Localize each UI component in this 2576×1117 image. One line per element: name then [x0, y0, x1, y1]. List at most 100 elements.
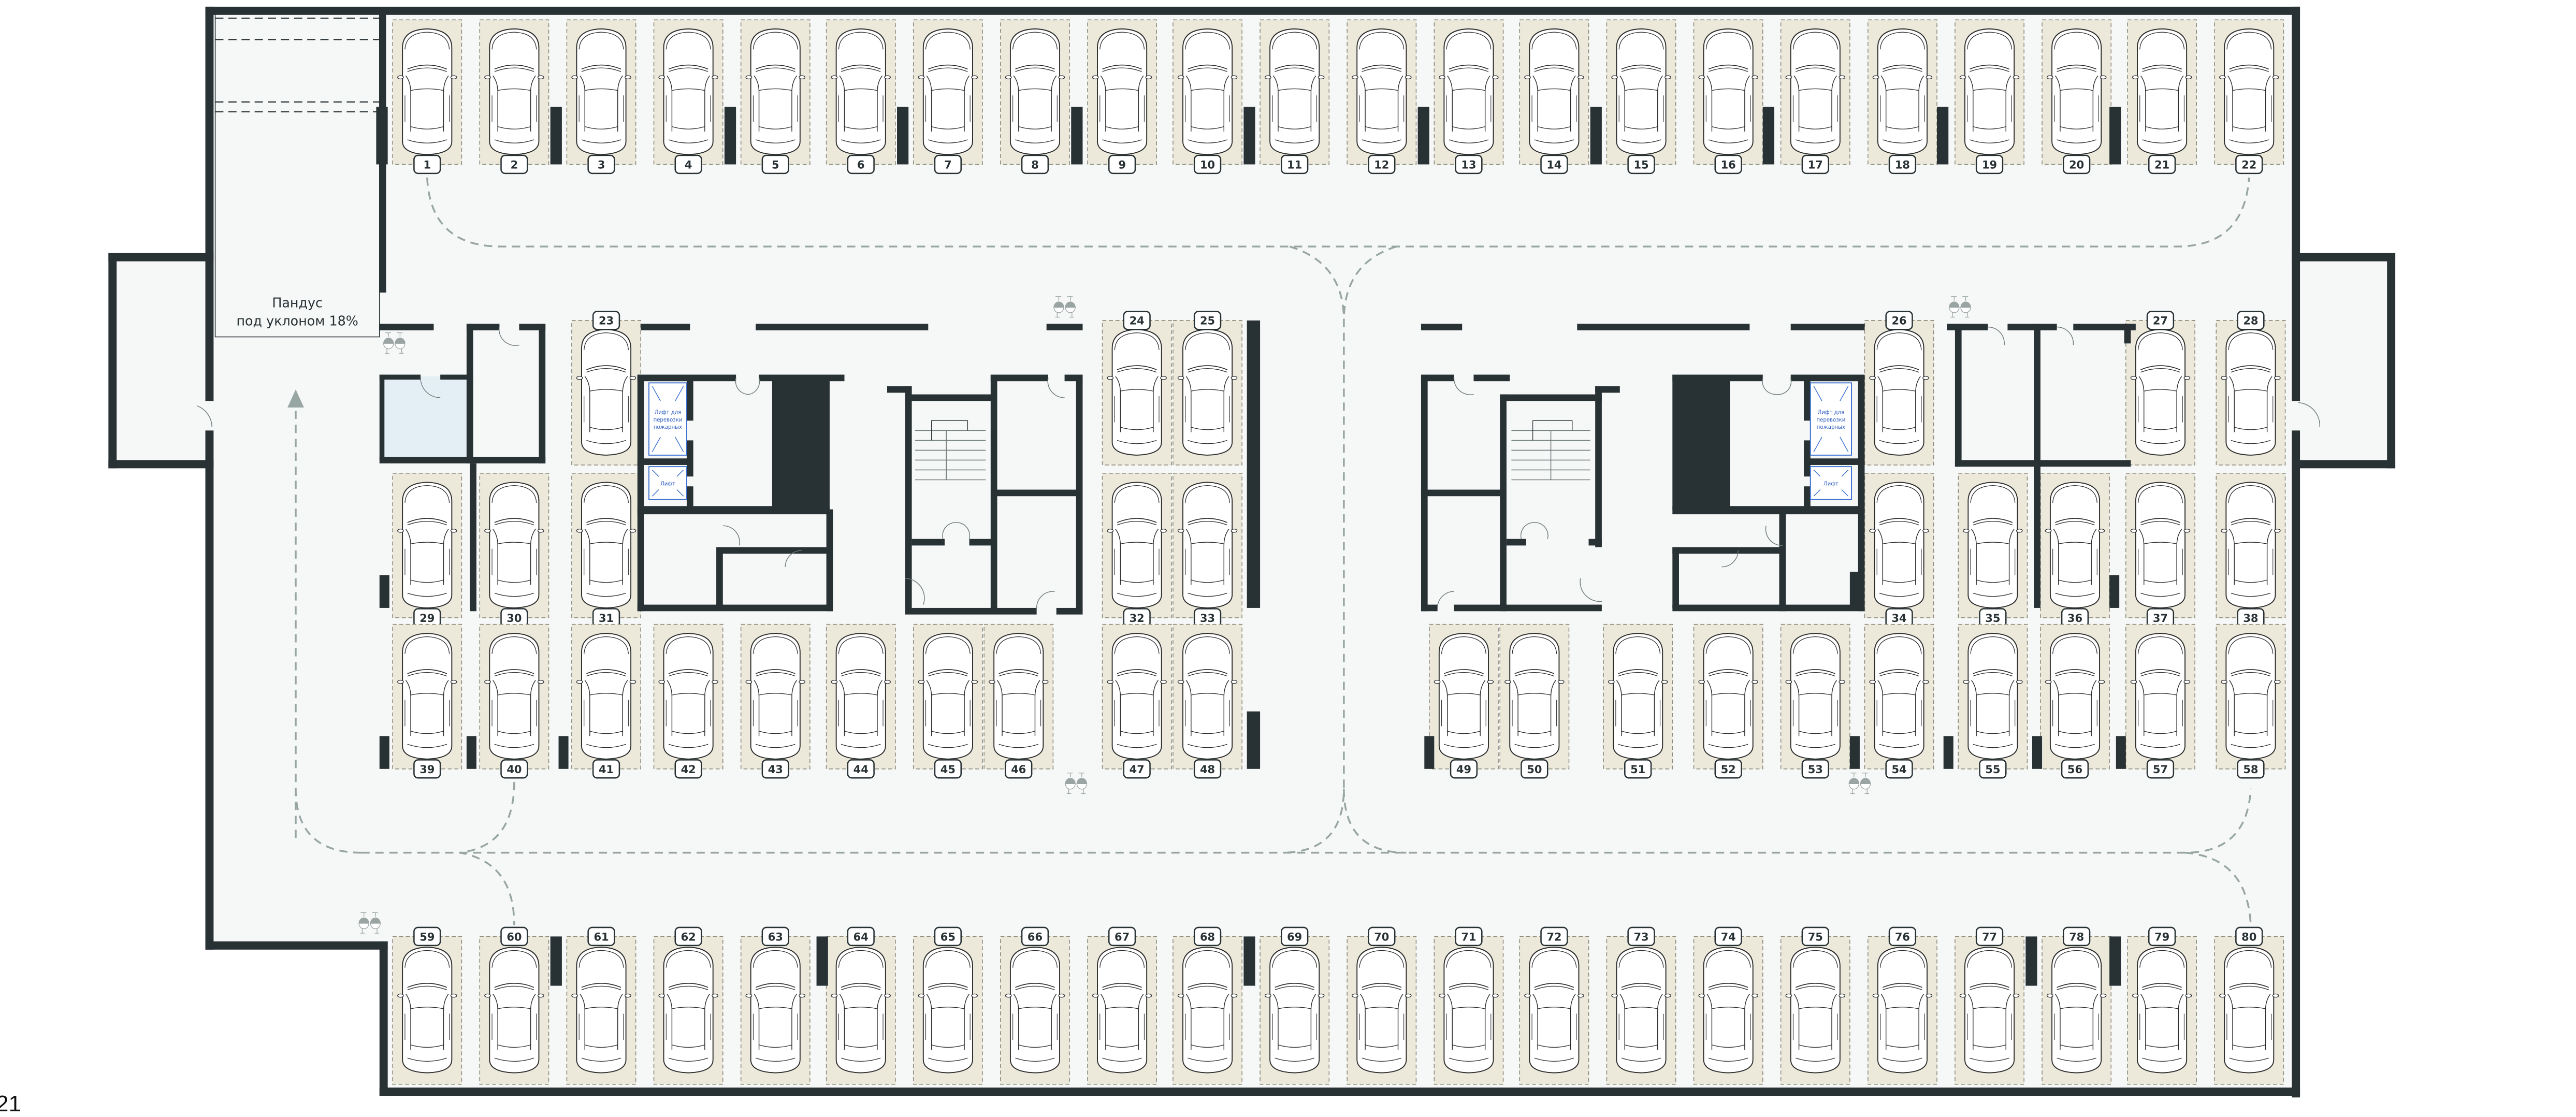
- car-icon: [1611, 28, 1672, 155]
- parking-spot-73[interactable]: 73: [1606, 926, 1676, 1085]
- parking-spot-53[interactable]: 53: [1780, 623, 1850, 779]
- parking-spot-36[interactable]: 36: [2040, 473, 2110, 628]
- parking-spot-59[interactable]: 59: [392, 926, 462, 1085]
- parking-spot-77[interactable]: 77: [1955, 926, 2024, 1085]
- parking-spot-10[interactable]: 10: [1173, 19, 1242, 175]
- parking-spot-37[interactable]: 37: [2125, 473, 2195, 628]
- fire-lift-left[interactable]: Лифт для перевозки пожарных: [648, 382, 687, 456]
- parking-spot-23[interactable]: 23: [571, 311, 641, 466]
- parking-spot-19[interactable]: 19: [1955, 19, 2024, 175]
- parking-spot-55[interactable]: 55: [1958, 623, 2028, 779]
- parking-spot-31[interactable]: 31: [571, 473, 641, 628]
- parking-spot-47[interactable]: 47: [1102, 623, 1172, 779]
- parking-spot-4[interactable]: 4: [653, 19, 723, 175]
- parking-spot-2[interactable]: 2: [479, 19, 549, 175]
- parking-spot-40[interactable]: 40: [479, 623, 549, 779]
- passenger-lift-right[interactable]: Лифт: [1810, 466, 1853, 500]
- car-icon: [397, 482, 457, 608]
- parking-spot-46[interactable]: 46: [983, 623, 1054, 779]
- parking-spot-49[interactable]: 49: [1429, 623, 1499, 779]
- car-icon: [1872, 947, 1933, 1074]
- parking-spot-68[interactable]: 68: [1173, 926, 1242, 1085]
- parking-spot-67[interactable]: 67: [1087, 926, 1157, 1085]
- parking-spot-74[interactable]: 74: [1693, 926, 1763, 1085]
- parking-spot-28[interactable]: 28: [2216, 311, 2286, 466]
- parking-spot-8[interactable]: 8: [1000, 19, 1070, 175]
- parking-spot-63[interactable]: 63: [740, 926, 811, 1085]
- parking-spot-6[interactable]: 6: [826, 19, 896, 175]
- parking-spot-1[interactable]: 1: [392, 19, 462, 175]
- fire-lift-right[interactable]: Лифт для перевозки пожарных: [1810, 382, 1853, 456]
- parking-spot-45[interactable]: 45: [913, 623, 983, 779]
- parking-spot-24[interactable]: 24: [1102, 311, 1172, 466]
- parking-spot-72[interactable]: 72: [1519, 926, 1589, 1085]
- parking-spot-60[interactable]: 60: [479, 926, 549, 1085]
- spot-number: 8: [1031, 158, 1039, 171]
- parking-spot-20[interactable]: 20: [2042, 19, 2112, 175]
- spot-number-badge: [1624, 759, 1652, 779]
- parking-spot-35[interactable]: 35: [1958, 473, 2028, 628]
- parking-spot-18[interactable]: 18: [1867, 19, 1937, 175]
- parking-spot-14[interactable]: 14: [1519, 19, 1589, 175]
- parking-spot-57[interactable]: 57: [2125, 623, 2195, 779]
- parking-spot-66[interactable]: 66: [1000, 926, 1070, 1085]
- parking-spot-44[interactable]: 44: [826, 623, 896, 779]
- parking-spot-26[interactable]: 26: [1864, 311, 1934, 466]
- spot-number: 15: [1633, 158, 1648, 171]
- parking-spot-54[interactable]: 54: [1864, 623, 1934, 779]
- car-icon: [1698, 28, 1759, 155]
- parking-spot-9[interactable]: 9: [1087, 19, 1157, 175]
- wall: [1506, 539, 1526, 546]
- parking-spot-71[interactable]: 71: [1434, 926, 1504, 1085]
- parking-spot-69[interactable]: 69: [1260, 926, 1330, 1085]
- wall: [1417, 107, 1429, 165]
- parking-spot-15[interactable]: 15: [1606, 19, 1676, 175]
- parking-spot-79[interactable]: 79: [2127, 926, 2197, 1085]
- parking-spot-43[interactable]: 43: [740, 623, 811, 779]
- parking-spot-12[interactable]: 12: [1347, 19, 1417, 175]
- parking-spot-39[interactable]: 39: [392, 623, 462, 779]
- parking-spot-3[interactable]: 3: [566, 19, 636, 175]
- parking-spot-61[interactable]: 61: [566, 926, 636, 1085]
- parking-spot-52[interactable]: 52: [1693, 623, 1763, 779]
- parking-spot-11[interactable]: 11: [1260, 19, 1330, 175]
- parking-spot-17[interactable]: 17: [1780, 19, 1850, 175]
- parking-spot-13[interactable]: 13: [1434, 19, 1504, 175]
- wall: [2109, 575, 2120, 608]
- wall: [1421, 374, 1454, 382]
- parking-spot-70[interactable]: 70: [1347, 926, 1417, 1085]
- parking-spot-7[interactable]: 7: [913, 19, 983, 175]
- parking-spot-75[interactable]: 75: [1780, 926, 1850, 1085]
- parking-spot-21[interactable]: 21: [2127, 19, 2197, 175]
- parking-spot-5[interactable]: 5: [740, 19, 811, 175]
- parking-spot-65[interactable]: 65: [913, 926, 983, 1085]
- parking-spot-80[interactable]: 80: [2214, 926, 2284, 1085]
- wall: [1672, 547, 1783, 554]
- parking-spot-22[interactable]: 22: [2214, 19, 2284, 175]
- parking-spot-25[interactable]: 25: [1173, 311, 1242, 466]
- parking-spot-33[interactable]: 33: [1173, 473, 1242, 628]
- parking-spot-29[interactable]: 29: [392, 473, 462, 628]
- parking-spot-38[interactable]: 38: [2216, 473, 2286, 628]
- wall: [905, 394, 997, 401]
- parking-spot-64[interactable]: 64: [826, 926, 896, 1085]
- parking-spot-16[interactable]: 16: [1693, 19, 1763, 175]
- parking-spot-30[interactable]: 30: [479, 473, 549, 628]
- parking-spot-62[interactable]: 62: [653, 926, 723, 1085]
- parking-spot-76[interactable]: 76: [1867, 926, 1937, 1085]
- parking-spot-78[interactable]: 78: [2042, 926, 2112, 1085]
- parking-spot-41[interactable]: 41: [571, 623, 641, 779]
- parking-spot-51[interactable]: 51: [1603, 623, 1673, 779]
- door-swing-icon: [197, 405, 212, 428]
- parking-spot-42[interactable]: 42: [653, 623, 723, 779]
- passenger-lift-left[interactable]: Лифт: [648, 466, 687, 500]
- spot-number: 63: [768, 931, 783, 943]
- parking-spot-58[interactable]: 58: [2216, 623, 2286, 779]
- parking-spot-50[interactable]: 50: [1499, 623, 1570, 779]
- parking-spot-34[interactable]: 34: [1864, 473, 1934, 628]
- parking-spot-27[interactable]: 27: [2125, 311, 2195, 466]
- parking-spot-32[interactable]: 32: [1102, 473, 1172, 628]
- parking-spot-56[interactable]: 56: [2040, 623, 2110, 779]
- spot-number: 5: [772, 158, 779, 171]
- parking-spot-48[interactable]: 48: [1173, 623, 1242, 779]
